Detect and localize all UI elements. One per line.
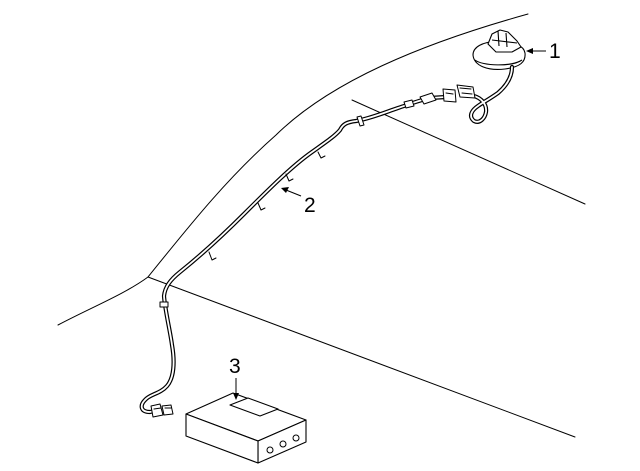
antenna-fin-detail: [491, 30, 518, 48]
callout-number: 2: [304, 194, 316, 217]
roof-edge-line: [147, 13, 529, 278]
callout-number: 1: [549, 40, 561, 63]
callout-number: 3: [229, 355, 241, 378]
callout-3: 3: [229, 355, 241, 400]
roof-rear-crease-line: [351, 99, 586, 205]
receiver-module-part[interactable]: [185, 392, 307, 464]
antenna-base-rim: [474, 59, 523, 66]
arrow-icon: [526, 48, 533, 54]
front-pillar-line: [57, 276, 149, 326]
arrow-icon: [281, 187, 289, 193]
clip: [285, 173, 294, 182]
clip: [257, 202, 266, 211]
callout-1: 1: [526, 40, 561, 63]
module-label-plate: [229, 397, 279, 417]
antenna-part[interactable]: [472, 29, 526, 70]
clip: [356, 115, 365, 127]
pillar-lower-crease-line: [147, 276, 576, 438]
clip: [208, 251, 217, 261]
module-connector-ports: [266, 434, 300, 454]
callout-2: 2: [281, 187, 316, 217]
cable-core: [140, 66, 513, 413]
arrow-icon: [233, 393, 239, 400]
cable-connector-upper: [442, 84, 476, 103]
cable-outline: [139, 64, 515, 415]
module-side-face: [185, 413, 259, 464]
cable-connector-lower: [150, 403, 174, 418]
antenna-cable-part[interactable]: [139, 64, 515, 418]
cable-clips: [159, 115, 365, 308]
clip: [317, 151, 326, 159]
cable-connector-mid: [403, 92, 437, 109]
vehicle-body-outline: [57, 13, 586, 438]
clip: [159, 301, 169, 308]
